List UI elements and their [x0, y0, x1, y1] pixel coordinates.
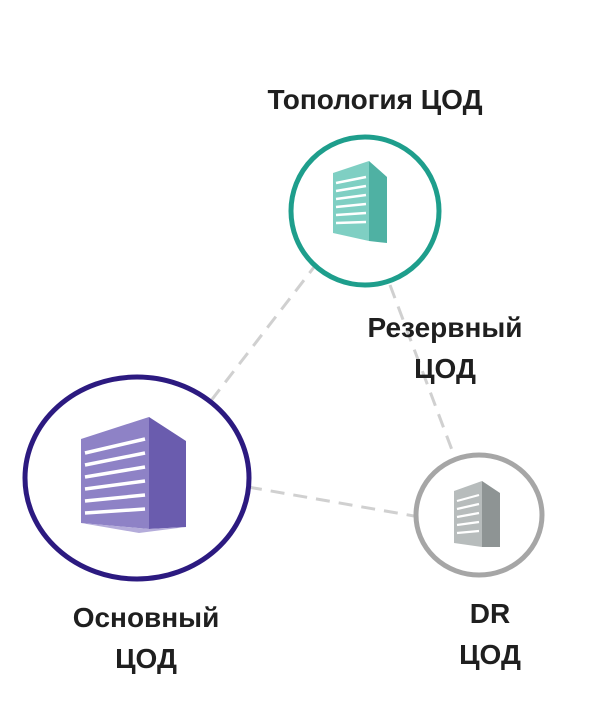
building-icon — [81, 417, 186, 533]
topology-label: Топология ЦОД — [240, 80, 510, 121]
connector-topology-dr — [388, 284, 454, 451]
reserve-label-line-1: Резервный — [367, 312, 523, 343]
topology-label-text: Топология ЦОД — [267, 84, 483, 115]
dr-label-line-2: ЦОД — [459, 638, 521, 670]
building-icon — [333, 161, 387, 243]
main-label-line-1: Основный — [72, 602, 220, 633]
reserve-datacenter-label: Резервный ЦОД — [345, 308, 545, 389]
reserve-label-line-2: ЦОД — [414, 352, 476, 384]
main-datacenter-label: Основный ЦОД — [46, 598, 246, 679]
main-label-line-2: ЦОД — [115, 642, 177, 674]
topology-datacenter-node — [287, 133, 443, 289]
dr-label-line-1: DR — [469, 598, 511, 629]
building-icon — [454, 481, 500, 547]
connector-main-dr — [247, 485, 415, 518]
dr-datacenter-node — [412, 451, 546, 579]
main-datacenter-node — [21, 373, 253, 583]
dr-datacenter-label: DR ЦОД — [430, 594, 550, 675]
connector-topology-main — [208, 261, 320, 403]
